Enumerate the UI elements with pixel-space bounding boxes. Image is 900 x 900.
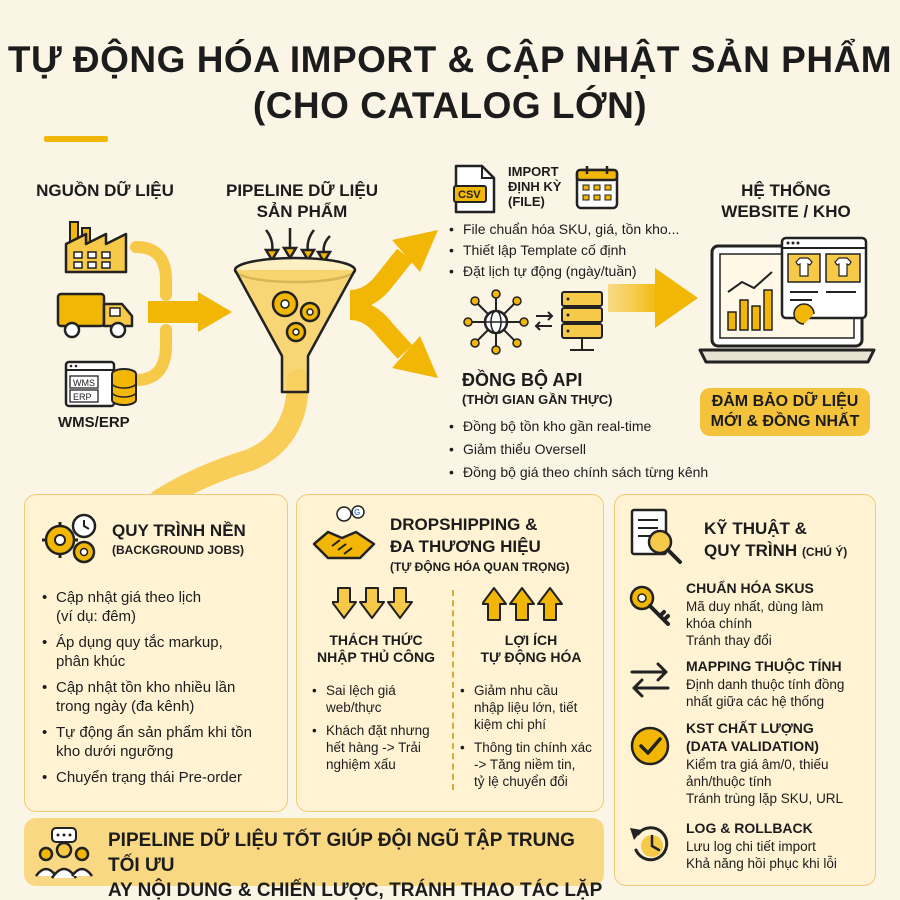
import-title-line2: ĐỊNH KỲ (508, 179, 562, 194)
team-chat-icon (34, 827, 94, 879)
callout-line1: ĐẢM BẢO DỮ LIỆU (711, 393, 859, 410)
tech-item-subtitle: (DATA VALIDATION) (686, 738, 819, 754)
list-item: Thiết lập Template cố định (449, 241, 699, 260)
background-jobs-list: Cập nhật giá theo lịch(ví dụ: đêm) Áp dụ… (40, 588, 280, 794)
api-network-server-icon (463, 289, 603, 355)
funnel-gears-icon (233, 228, 357, 394)
pipeline-title-line1: PIPELINE DỮ LIỆU (225, 181, 378, 200)
tech-item-title: CHUẨN HÓA SKUs (686, 580, 814, 596)
dropship-subtitle: (TỰ ĐỘNG HÓA QUAN TRỌNG) (390, 560, 570, 574)
dropship-title-line2: ĐA THƯƠNG HIỆU (390, 537, 541, 556)
list-item: Đặt lịch tự động (ngày/tuần) (449, 262, 699, 281)
handshake-icon: G (312, 505, 376, 560)
calendar-icon (575, 166, 619, 210)
svg-text:G: G (354, 508, 360, 517)
swap-arrows-icon (630, 662, 670, 698)
loop-back-arrow (149, 369, 309, 511)
wms-erp-database-icon: WMS ERP (64, 360, 137, 408)
dropship-title-line1: DROPSHIPPING & (390, 515, 538, 534)
wms-label: WMS (73, 378, 95, 388)
benefit-title: LỢI ÍCH TỰ ĐỘNG HÓA (480, 632, 582, 665)
column-divider (452, 590, 454, 790)
bottom-line1: PIPELINE DỮ LIỆU TỐT GIÚP ĐỘI NGŨ TẬP TR… (108, 830, 575, 876)
list-item: Đồng bộ giá theo chính sách từng kênh (449, 462, 749, 483)
system-title-line2: WEBSITE / KHO (721, 202, 851, 221)
background-jobs-title: QUY TRÌNH NỀN (112, 521, 246, 540)
tech-item-title: KST CHẤT LƯỢNG (686, 720, 814, 736)
csv-label: CSV (458, 189, 481, 201)
api-subtitle: (THỜI GIAN GẦN THỰC) (462, 392, 613, 407)
list-item: Chuyển trạng thái Pre-order (40, 768, 280, 787)
split-arrows (349, 230, 438, 378)
list-item: File chuẩn hóa SKU, giá, tồn kho... (449, 220, 699, 239)
sources-title: NGUỒN DỮ LIỆU (36, 181, 174, 200)
list-item: Thông tin chính xác-> Tăng niềm tin,tỷ l… (460, 739, 602, 790)
api-title: ĐỒNG BỘ API (462, 370, 583, 390)
list-item: Cập nhật giá theo lịch(ví dụ: đêm) (40, 588, 280, 626)
up-arrows-icon (482, 587, 563, 621)
gears-clock-icon (42, 513, 97, 564)
down-arrows-icon (332, 587, 413, 619)
source-connector-arrows (130, 241, 232, 386)
key-icon (629, 585, 670, 626)
wms-erp-caption: WMS/ERP (58, 414, 130, 431)
check-circle-icon (630, 726, 670, 766)
technique-title-line2: QUY TRÌNH (CHÚ Ý) (704, 541, 848, 560)
background-jobs-subtitle: (BACKGROUND JOBS) (112, 543, 244, 557)
technique-panel (614, 494, 876, 886)
csv-file-icon: CSV (453, 164, 496, 214)
rollback-clock-icon (630, 826, 669, 862)
bottom-banner (24, 818, 604, 886)
tech-item-title: MAPPING THUỘC TÍNH (686, 658, 842, 674)
import-title-line1: IMPORT (508, 164, 559, 179)
challenge-title: THÁCH THỨC NHẬP THỦ CÔNG (317, 632, 435, 665)
factory-icon (64, 221, 128, 274)
truck-icon (56, 292, 134, 339)
technique-title-line1: KỸ THUẬT & (704, 519, 807, 538)
callout-line2: MỚI & ĐỒNG NHẤT (710, 413, 860, 430)
list-item: Áp dụng quy tắc markup,phân khúc (40, 633, 280, 671)
system-title-line1: HỆ THỐNG (741, 181, 831, 200)
page-title-line2: (CHO CATALOG LỚN) (252, 85, 648, 126)
list-item: Đồng bộ tồn kho gần real-time (449, 416, 749, 437)
api-bullets: Đồng bộ tồn kho gần real-time Giảm thiểu… (449, 416, 749, 485)
bottom-line2: AY NỘI DUNG & CHIẾN LƯỢC, TRÁNH THAO TÁC… (108, 880, 602, 900)
arrow-to-system (608, 268, 698, 328)
list-item: Giảm thiểu Oversell (449, 439, 749, 460)
laptop-website-icon (698, 236, 876, 364)
bottom-text: PIPELINE DỮ LIỆU TỐT GIÚP ĐỘI NGŨ TẬP TR… (108, 828, 602, 900)
erp-label: ERP (73, 392, 92, 402)
import-bullets: File chuẩn hóa SKU, giá, tồn kho... Thiế… (449, 220, 699, 283)
title-accent-bar (44, 136, 108, 142)
tech-item-title: LOG & ROLLBACK (686, 820, 813, 836)
pipeline-title-line2: SẢN PHẨM (256, 202, 348, 221)
import-title-line3: (FILE) (508, 194, 545, 209)
technique-title-note: (CHÚ Ý) (801, 545, 848, 559)
page-title-line1: TỰ ĐỘNG HÓA IMPORT & CẬP NHẬT SẢN PHẨM (7, 39, 893, 80)
flow-arrows (130, 230, 698, 511)
document-magnifier-icon (630, 508, 682, 564)
system-callout: ĐẢM BẢO DỮ LIỆU MỚI & ĐỒNG NHẤT (700, 388, 870, 436)
